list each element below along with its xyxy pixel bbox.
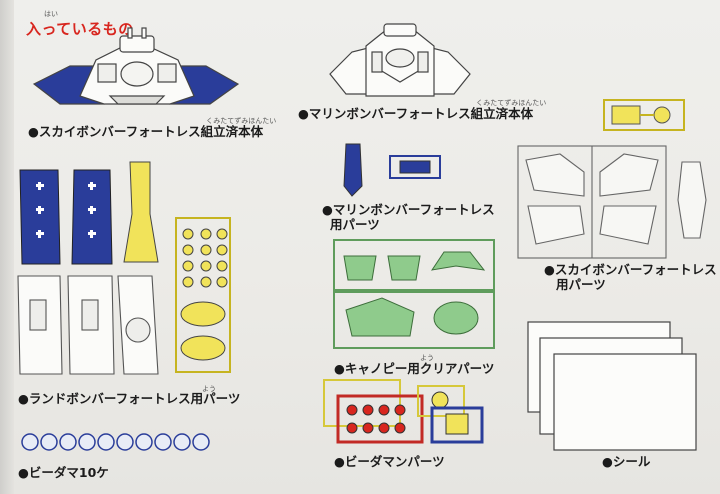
label-seal: ●シール xyxy=(602,454,651,469)
canopy-green-runner xyxy=(333,239,495,349)
ruby-you-1: よう xyxy=(202,385,216,393)
land-white-parts xyxy=(17,275,159,375)
ruby-you-2: よう xyxy=(420,354,434,362)
title-ruby: はい xyxy=(44,10,58,18)
label-sky-assembled: ●スカイボンバーフォートレス組立済本体 xyxy=(28,124,264,139)
page-title: 入っているもの xyxy=(26,20,134,38)
box-crease xyxy=(0,0,14,494)
label-bdaman-parts: ●ビーダマンパーツ xyxy=(334,454,445,469)
land-blue-parts xyxy=(19,169,113,265)
label-marine-parts-line2: 用パーツ xyxy=(330,217,380,232)
label-sky-parts-line2: 用パーツ xyxy=(556,277,606,292)
label-sky-parts-line1: ●スカイボンバーフォートレス xyxy=(544,262,717,277)
label-land-parts: ●ランドボンバーフォートレス用パーツ xyxy=(18,391,241,406)
ruby-kumitate-2: くみたてずみほんたい xyxy=(476,99,547,107)
ruby-kumitate-1: くみたてずみほんたい xyxy=(206,117,277,125)
sky-white-runner xyxy=(517,145,707,259)
seal-sheets xyxy=(527,321,697,451)
bdaman-parts-image xyxy=(323,379,484,444)
land-yellow-parts xyxy=(123,161,231,373)
marine-bomber-fortress-image xyxy=(329,23,471,97)
label-marine-parts-line1: ●マリンボンバーフォートレス xyxy=(322,202,495,217)
marine-blue-parts xyxy=(343,143,441,197)
label-bidama: ●ビーダマ10ケ xyxy=(18,465,109,480)
sky-bomber-fortress-image xyxy=(32,27,240,105)
label-marine-assembled: ●マリンボンバーフォートレス組立済本体 xyxy=(298,106,534,121)
bidama-marbles xyxy=(21,433,210,451)
label-canopy: ●キャノピー用クリアパーツ xyxy=(334,361,495,376)
sky-yellow-runner xyxy=(603,99,685,131)
